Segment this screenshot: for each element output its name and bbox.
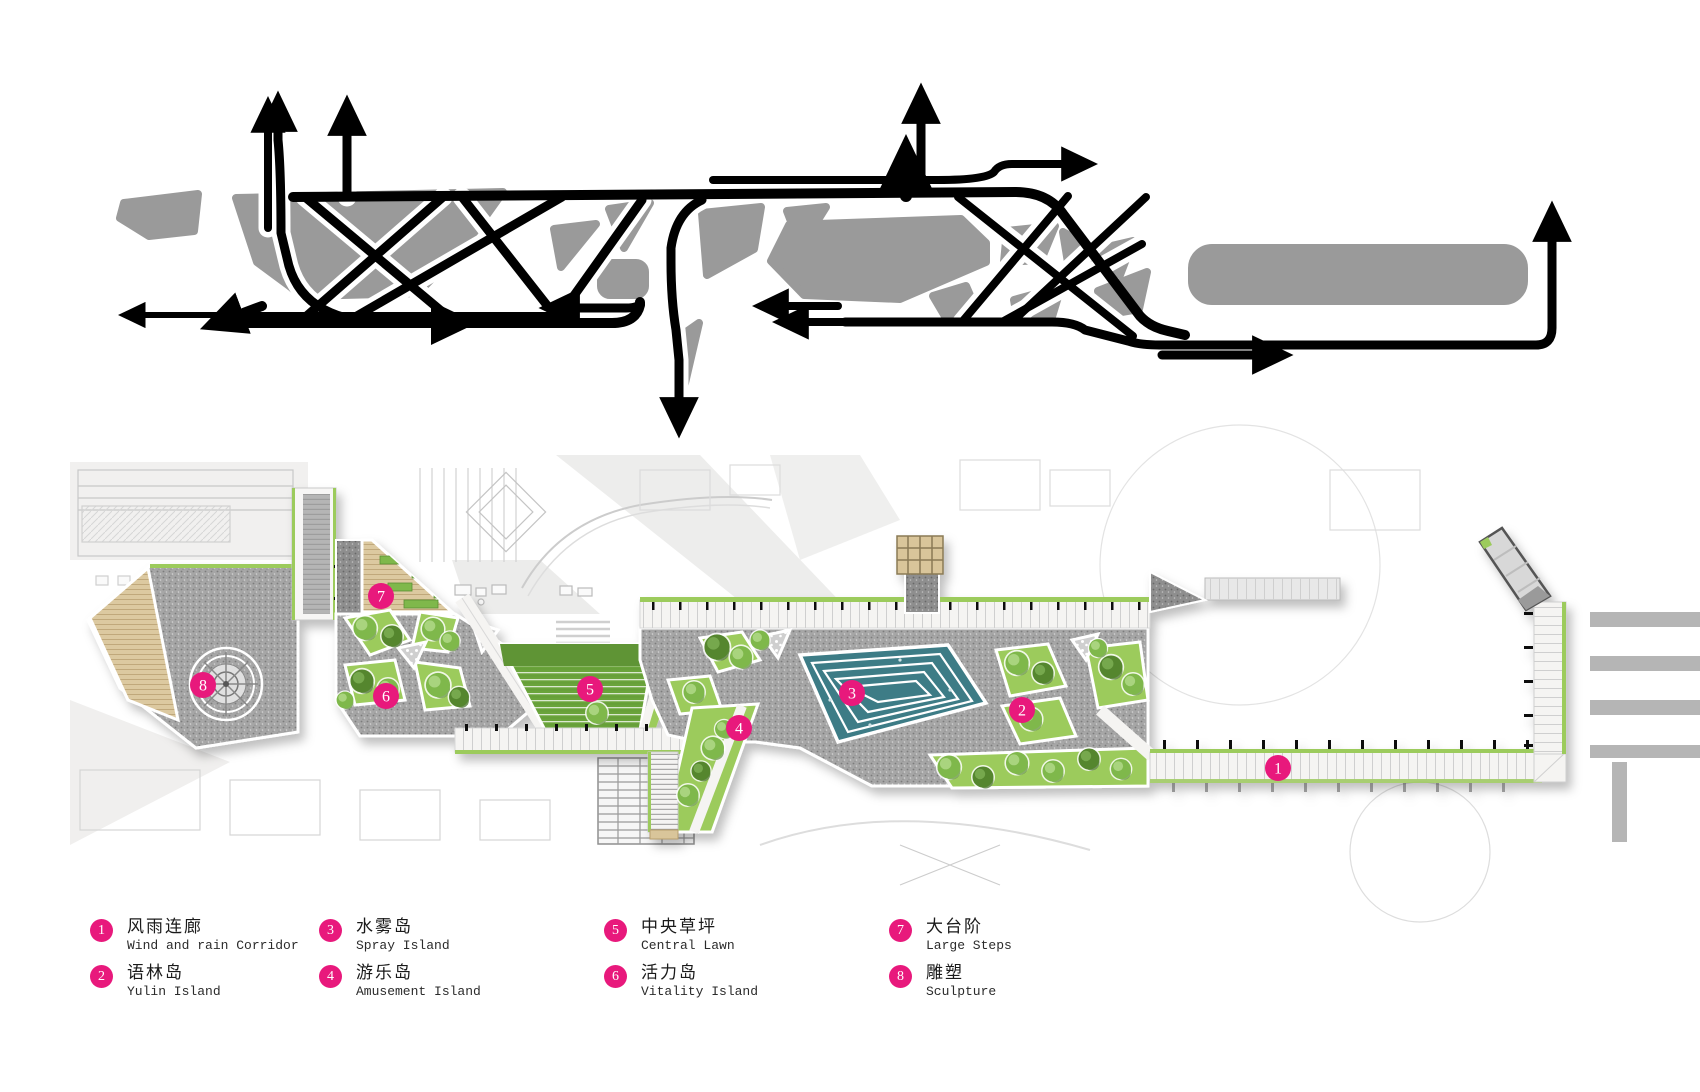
- route-bottomline: [840, 317, 1165, 350]
- left-tilted-arrow: [199, 292, 267, 334]
- circulation-routes: [117, 82, 1572, 439]
- route-long-right: [1155, 200, 1572, 350]
- pier-structure: [896, 535, 944, 614]
- plan-marker-7: 7: [368, 583, 394, 609]
- plan-marker-4: 4: [726, 715, 752, 741]
- entry-ramp: [1478, 526, 1552, 612]
- plan-markers: 1 2 3 4 5 6 7 8: [190, 583, 1291, 781]
- cad-roads-right: [1590, 612, 1700, 842]
- plan-marker-1: 1: [1265, 755, 1291, 781]
- circulation-diagram: [116, 82, 1572, 439]
- plan-marker-6: 6: [373, 683, 399, 709]
- plan-marker-5: 5: [577, 676, 603, 702]
- svg-text:2: 2: [1018, 703, 1026, 720]
- svg-text:3: 3: [848, 686, 856, 703]
- dark-wedge: [1149, 570, 1208, 614]
- svg-text:1: 1: [1274, 761, 1282, 778]
- svg-text:8: 8: [199, 678, 207, 695]
- svg-text:4: 4: [735, 721, 743, 738]
- down-arrow: [659, 195, 707, 439]
- svg-text:6: 6: [382, 689, 390, 706]
- up-arrow-left-a: [258, 90, 395, 328]
- plan-marker-3: 3: [839, 680, 865, 706]
- plan-marker-2: 2: [1009, 697, 1035, 723]
- deck-wedge: [88, 565, 181, 723]
- dark-band: [335, 539, 363, 619]
- site-plan: 1 2 3 4 5 6 7 8: [70, 424, 1700, 923]
- left-plaza: [86, 564, 300, 750]
- north-corridor: [291, 487, 341, 621]
- right-turn-arrow: [934, 146, 1099, 184]
- svg-text:7: 7: [377, 589, 385, 606]
- park: [86, 487, 1567, 840]
- return-left-arrow: [538, 288, 645, 328]
- sculpture-plaza: [188, 646, 264, 722]
- plan-marker-8: 8: [190, 672, 216, 698]
- pergola-walkway: [639, 597, 1151, 629]
- svg-text:5: 5: [586, 682, 594, 699]
- wind-rain-corridor: [1096, 526, 1567, 792]
- cad-underlay: [70, 424, 1700, 923]
